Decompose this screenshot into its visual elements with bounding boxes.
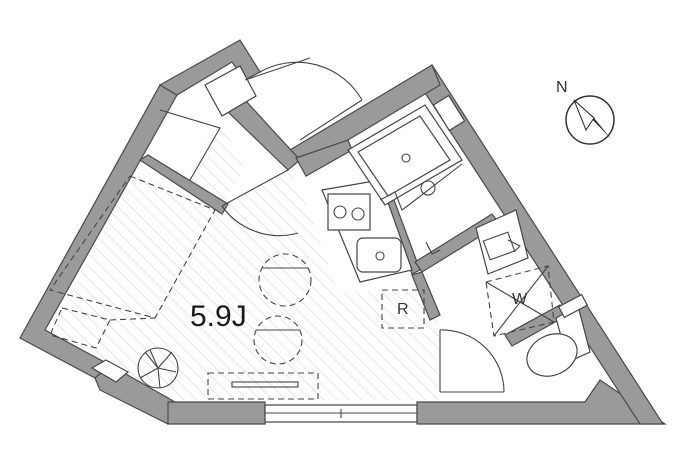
washer-label: W <box>512 291 528 308</box>
plant <box>137 347 179 389</box>
bath-faucet <box>379 163 463 211</box>
stool-bottom <box>253 315 303 365</box>
stove <box>327 193 371 231</box>
bed-pillow <box>49 307 111 349</box>
toilet-bowl <box>526 333 578 377</box>
tv-stand <box>207 372 319 400</box>
room-door-leaf <box>221 169 289 207</box>
room-door-swing <box>221 205 299 237</box>
window-left <box>90 359 130 383</box>
entrance-storage <box>204 65 257 117</box>
shower-head <box>420 180 436 196</box>
tv <box>231 381 299 388</box>
bed-line <box>109 317 156 321</box>
toilet-window <box>557 293 589 319</box>
washer-cross-b <box>493 265 549 337</box>
stool-top <box>258 253 312 307</box>
compass <box>565 95 615 145</box>
room-area-label: 5.9J <box>190 300 247 333</box>
bathtub-drain <box>401 153 411 163</box>
wash-faucet <box>507 239 521 253</box>
refrigerator-label: R <box>397 301 409 318</box>
refrigerator <box>381 289 425 329</box>
entrance-door-swing <box>259 61 363 101</box>
bath-door <box>425 241 441 255</box>
compass-needle-light <box>573 99 595 132</box>
wall-bottom-left-segment <box>167 401 266 425</box>
bathtub <box>357 115 451 197</box>
sink <box>356 237 402 273</box>
entrance-door-leaf <box>299 99 363 141</box>
entrance-step <box>159 109 221 181</box>
wall-room-entrance-partition <box>138 154 229 215</box>
bath-window <box>432 94 466 132</box>
wall-corridor-partition <box>411 271 441 321</box>
entrance-floor <box>190 118 244 206</box>
sink-drain <box>375 251 385 261</box>
corridor-door-swing <box>439 329 505 393</box>
north-label: N <box>556 79 568 96</box>
burner-right <box>351 207 365 221</box>
main-room-floor <box>55 168 438 400</box>
burner-left <box>333 205 347 219</box>
